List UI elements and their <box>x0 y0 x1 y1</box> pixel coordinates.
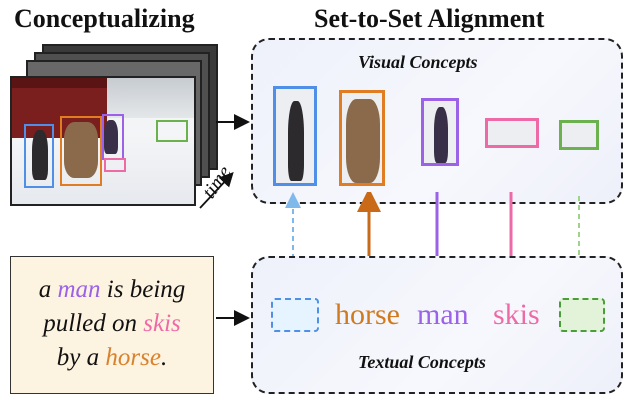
horse-figure <box>64 122 98 178</box>
person-figure <box>32 130 48 180</box>
video-frame-front <box>10 76 196 206</box>
caption-word-horse: horse <box>105 344 161 371</box>
title-set-to-set-alignment: Set-to-Set Alignment <box>314 4 545 33</box>
person-crop <box>273 86 317 186</box>
time-arrow <box>199 172 234 209</box>
textual-concept-horse: horse <box>335 298 400 331</box>
sign-bounding-box <box>156 120 188 142</box>
horse-crop <box>339 90 385 186</box>
caption-word-skis: skis <box>143 310 181 337</box>
man-crop <box>421 98 459 166</box>
caption-box: a man is being pulled on skis by a horse… <box>10 256 214 394</box>
caption-line-3: by a horse. <box>56 344 168 371</box>
caption-to-textual-arrow <box>216 310 250 326</box>
visual-concepts-panel: Visual Concepts <box>251 38 623 204</box>
title-conceptualizing: Conceptualizing <box>14 4 195 33</box>
caption-word-man: man <box>57 276 101 303</box>
trees-background <box>107 78 194 118</box>
textual-concepts-panel: horse man skis Textual Concepts <box>251 256 623 394</box>
empty-concept-slot-blue <box>271 298 319 332</box>
sign-crop <box>559 120 599 150</box>
visual-concepts-label: Visual Concepts <box>358 52 478 72</box>
man-bounding-box <box>102 114 124 160</box>
skis-crop <box>485 118 539 148</box>
caption-line-1: a man is being <box>38 276 186 303</box>
caption-line-2: pulled on skis <box>43 310 181 337</box>
person-bounding-box <box>24 124 54 188</box>
barn-roof <box>12 78 107 88</box>
textual-concept-skis: skis <box>493 298 540 331</box>
man-figure <box>104 120 118 154</box>
horse-bounding-box <box>60 116 102 186</box>
skis-bounding-box <box>104 158 126 172</box>
textual-concepts-label: Textual Concepts <box>358 352 486 372</box>
textual-concept-man: man <box>417 298 469 331</box>
empty-concept-slot-green <box>559 298 605 332</box>
frames-to-visual-arrow <box>216 114 250 130</box>
